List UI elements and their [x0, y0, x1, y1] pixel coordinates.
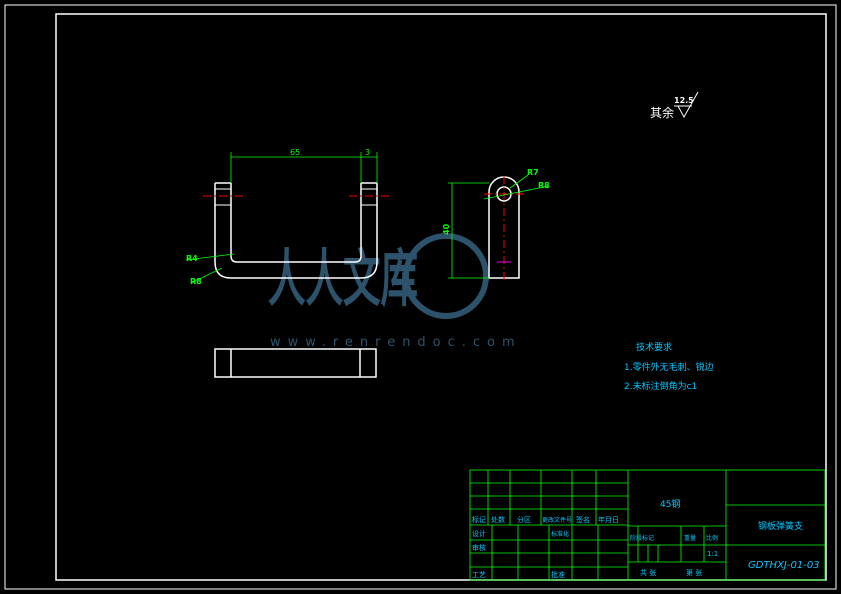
- dim-r8-left: R8: [190, 277, 202, 286]
- tb-sheet-no: 第 张: [686, 568, 702, 577]
- surface-finish: 其余 12.5: [650, 91, 699, 120]
- inner-border: [55, 13, 827, 581]
- tb-stage: 阶段标记: [630, 534, 654, 542]
- title-block: [469, 469, 826, 581]
- side-view: 40 R7 R8: [442, 168, 550, 282]
- dim-40: 40: [442, 223, 451, 235]
- tb-material: 45钢: [660, 498, 680, 510]
- tech-req-title: 技术要求: [636, 341, 672, 353]
- outer-border: [4, 4, 837, 590]
- bracket-outer-outline: [214, 183, 378, 279]
- tb-col-1: 处数: [491, 515, 505, 524]
- dim-65: 65: [290, 148, 300, 157]
- leader-r4: [185, 253, 235, 261]
- tb-sheets: 共 张: [640, 568, 656, 577]
- tb-col-5: 年月日: [598, 515, 619, 524]
- tb-col-0: 标记: [472, 515, 486, 524]
- surface-finish-value: 12.5: [674, 96, 694, 105]
- tb-ratio: 比例: [706, 534, 718, 542]
- title-block-text: 标记 处数 分区 更改文件号 签名 年月日 设计 标准化 审核 工艺 批准 45…: [472, 498, 820, 579]
- side-outline: [488, 176, 520, 279]
- dim-r8-right: R8: [538, 181, 550, 190]
- top-view: [214, 348, 377, 378]
- leader-r8: [190, 267, 223, 284]
- tb-weight: 重量: [684, 534, 696, 542]
- surface-finish-label: 其余: [650, 105, 674, 120]
- tb-standardize: 标准化: [551, 530, 569, 538]
- dim-r4: R4: [186, 254, 198, 263]
- leader-r7: [509, 174, 529, 189]
- dim-3: 3: [365, 148, 370, 157]
- front-view: 65 3 R4 R8: [185, 148, 389, 286]
- tech-req-item1: 1.零件外无毛刺、锐边: [624, 361, 714, 373]
- tb-part-name: 钢板弹簧支: [758, 520, 803, 532]
- technical-requirements: 技术要求 1.零件外无毛刺、锐边 2.未标注倒角为c1: [624, 341, 714, 392]
- tb-col-4: 签名: [576, 515, 590, 524]
- bracket-inner-outline: [230, 183, 362, 263]
- tb-row-design: 设计: [472, 529, 486, 538]
- tb-approve: 批准: [551, 570, 565, 579]
- top-view-outline: [214, 348, 377, 378]
- tb-row-review: 审核: [472, 543, 486, 552]
- surface-finish-tick-icon: [677, 91, 699, 119]
- tech-req-item2: 2.未标注倒角为c1: [624, 380, 697, 392]
- watermark: 人人文库 www.renrendoc.com: [268, 233, 522, 350]
- leader-r8-right: [483, 185, 550, 200]
- watermark-circle: [403, 233, 489, 319]
- dim-r7: R7: [527, 168, 539, 177]
- tb-col-2: 分区: [517, 515, 531, 524]
- tb-scale: 1:1: [707, 550, 718, 558]
- tb-drawing-number: GDTHXJ-01-03: [748, 560, 820, 571]
- tb-row-process: 工艺: [472, 571, 486, 579]
- watermark-url: www.renrendoc.com: [270, 335, 522, 350]
- tb-col-3: 更改文件号: [542, 516, 572, 524]
